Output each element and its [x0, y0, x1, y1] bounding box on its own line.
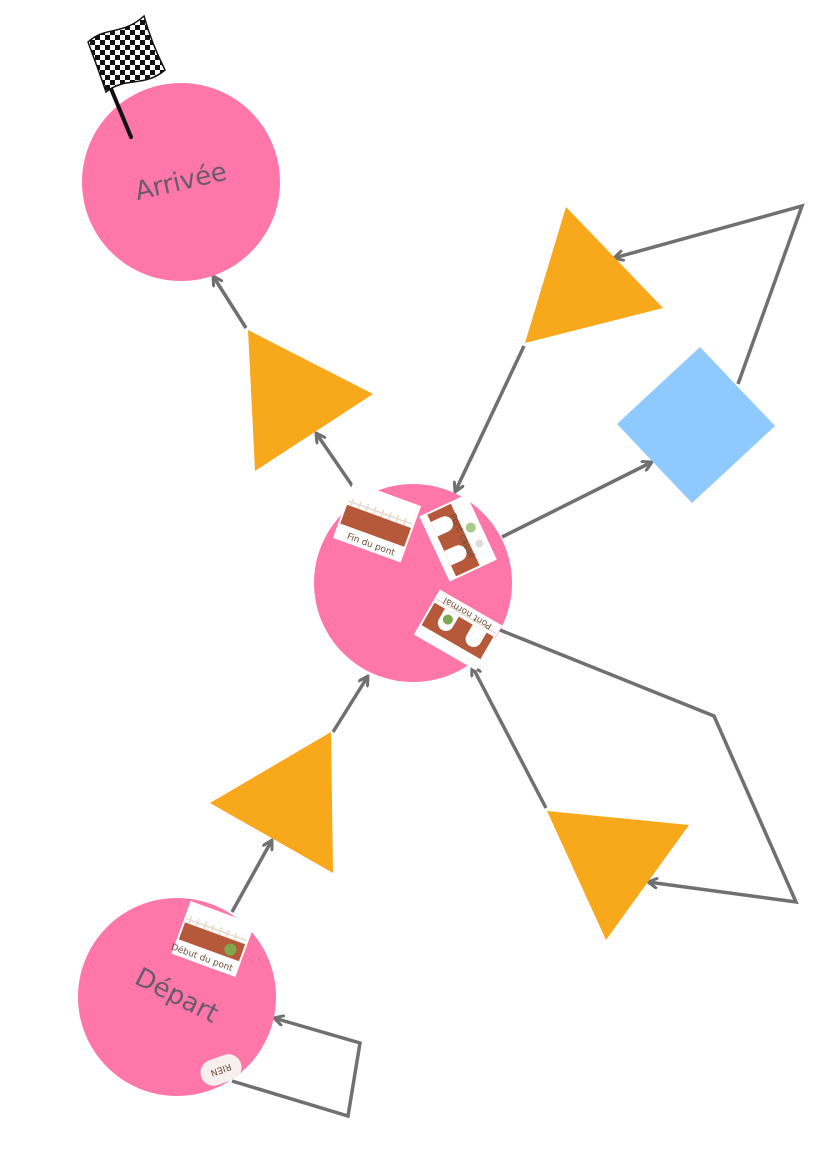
diamond-node[interactable]	[617, 347, 775, 503]
triangle-node-top[interactable]	[525, 207, 663, 343]
arrow-right-triangle-to-center	[472, 666, 548, 809]
arrow-center-to-right-triangle	[499, 628, 799, 905]
arrow-depart-to-triangle	[230, 840, 274, 913]
triangle-node-lower-left[interactable]	[210, 732, 333, 873]
connectors	[213, 203, 805, 1119]
arrow-center-to-diamond	[501, 462, 652, 539]
rien-badge[interactable]: RIEN	[197, 1051, 245, 1090]
arrow-diamond-to-top-triangle	[614, 203, 805, 385]
checkered-flag-icon	[87, 14, 166, 139]
triangle-node-lower-right[interactable]	[547, 811, 689, 940]
node-arrivee[interactable]: Arrivée	[82, 83, 280, 281]
arrow-depart-self-loop	[231, 1018, 362, 1119]
arrow-triangle-to-center	[331, 676, 368, 733]
card-fin-du-pont[interactable]: Fin du pont	[332, 481, 422, 563]
card-pont-casse[interactable]: Pont cassé	[419, 494, 497, 582]
arrow-triangle-to-arrivee	[213, 276, 248, 329]
arrow-top-triangle-to-center	[455, 345, 526, 492]
triangle-node-upper-left[interactable]	[248, 330, 373, 471]
